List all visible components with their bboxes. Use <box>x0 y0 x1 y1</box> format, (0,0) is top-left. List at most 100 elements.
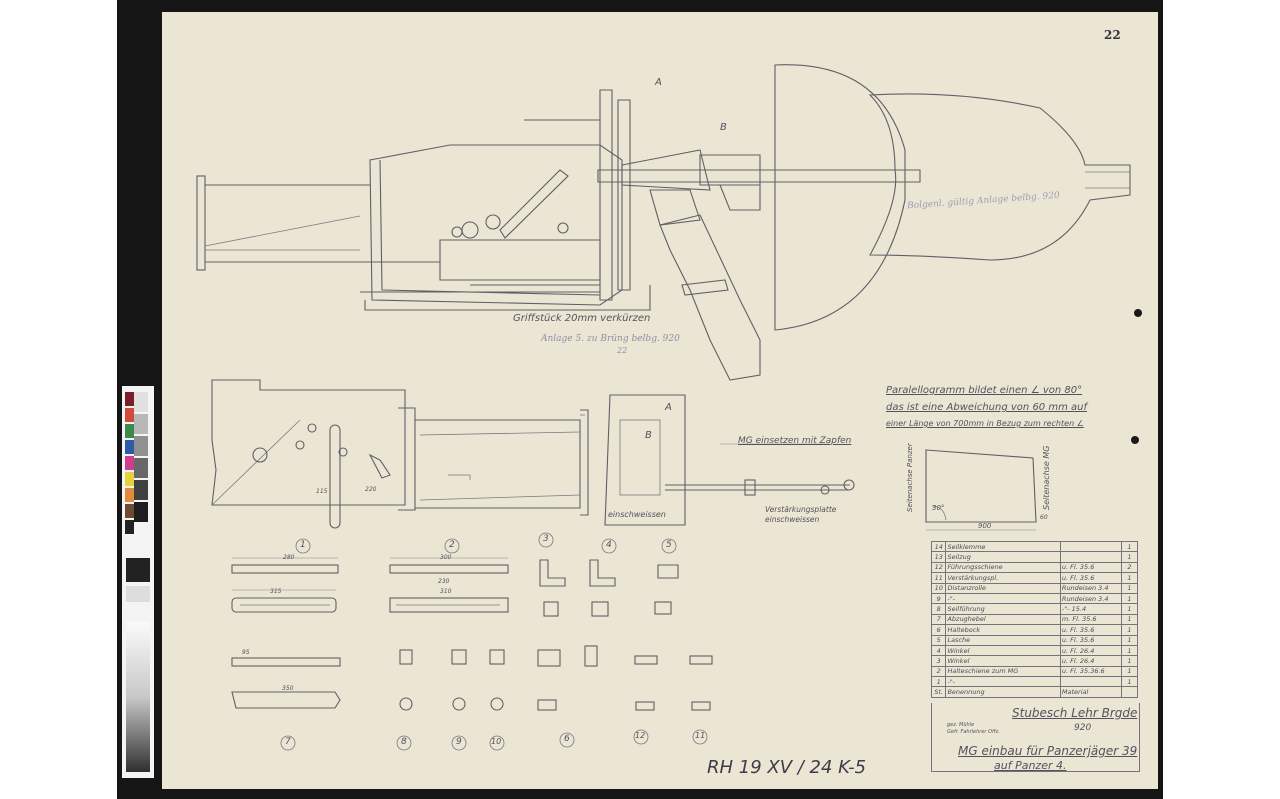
table-cell-material: u. Fl. 35.6 <box>1059 572 1122 584</box>
table-cell-n: St. <box>930 686 947 698</box>
part-number-5: 5 <box>666 540 672 550</box>
angle-label: 30° <box>932 504 945 512</box>
part-number-10: 10 <box>491 737 502 746</box>
color-calibration-target <box>122 386 154 778</box>
parts-row-2 <box>231 645 713 711</box>
part-number-8: 8 <box>401 737 407 747</box>
table-cell-qty: 1 <box>1120 540 1139 553</box>
table-cell-name: Benennung <box>945 686 1061 698</box>
table-cell-qty: 1 <box>1120 665 1139 678</box>
table-cell-qty: 1 <box>1120 603 1139 615</box>
part-number-3: 3 <box>543 534 549 544</box>
side-view-left <box>211 379 589 529</box>
table-cell-material: Rundeisen 3.4 <box>1059 592 1122 605</box>
table-cell-material: u. Fl. 35.36.6 <box>1059 665 1122 678</box>
table-cell-material: u. Fl. 35.6 <box>1059 624 1122 636</box>
table-cell-name: Lasche <box>945 634 1061 646</box>
table-cell-n: 8 <box>930 603 947 615</box>
punch-hole <box>1131 436 1139 444</box>
table-cell-name: Seilführung <box>945 603 1061 615</box>
table-cell-qty <box>1120 686 1139 698</box>
signature-1: gez. Mühle <box>947 722 975 728</box>
table-cell-n: 10 <box>930 582 947 594</box>
table-cell-material: u. Fl. 26.4 <box>1059 644 1122 657</box>
table-cell-n: 2 <box>930 665 947 678</box>
table-cell-n: 4 <box>930 644 947 657</box>
parallelogram-note-line3: einer Länge von 700mm in Bezug zum recht… <box>886 419 1084 428</box>
table-cell-name: Winkel <box>945 655 1061 667</box>
table-cell-name: Verstärkungspl. <box>945 572 1061 584</box>
part-number-9: 9 <box>456 737 462 747</box>
mg-zapfen-note: MG einsetzen mit Zapfen <box>738 436 852 446</box>
table-cell-n: 7 <box>930 613 947 626</box>
table-cell-n: 3 <box>930 655 947 667</box>
parts-row-1 <box>231 557 679 617</box>
table-cell-qty: 1 <box>1120 624 1139 636</box>
table-cell-material: m. Fl. 35.6 <box>1059 613 1122 626</box>
dimension-label: 300 <box>440 554 452 561</box>
main-assembly-view <box>196 64 1131 381</box>
parallelogram-diagram <box>925 449 1037 531</box>
dimension-label: 115 <box>316 488 328 495</box>
table-cell-qty: 1 <box>1120 592 1139 605</box>
table-cell-qty: 1 <box>1120 613 1139 626</box>
table-cell-n: 14 <box>930 540 947 553</box>
table-cell-n: 1 <box>930 676 947 688</box>
table-cell-qty: 1 <box>1120 676 1139 688</box>
table-cell-name: Distanzrolle <box>945 582 1061 594</box>
table-cell-qty: 1 <box>1120 655 1139 667</box>
title-block <box>931 703 1140 772</box>
table-cell-name: Seilzug <box>945 551 1061 563</box>
part-number-11: 11 <box>695 731 706 740</box>
label-a-top: A <box>655 77 662 88</box>
table-cell-qty: 1 <box>1120 644 1139 657</box>
table-cell-n: 9 <box>930 592 947 605</box>
table-cell-material: u. Fl. 35.6 <box>1059 561 1122 574</box>
dimension-label: 280 <box>283 554 295 561</box>
unit-name: Stubesch Lehr Brgde <box>1012 706 1138 720</box>
dimension-label: 350 <box>282 685 294 692</box>
table-cell-material: Material <box>1059 686 1122 698</box>
dimension-label: 315 <box>270 588 282 595</box>
table-cell-material: u. Fl. 26.4 <box>1059 655 1122 667</box>
table-cell-name: Führungsschiene <box>945 561 1061 574</box>
verstaerkung-note: Verstärkungsplatte einschweissen <box>765 505 837 524</box>
table-cell-qty: 2 <box>1120 561 1139 574</box>
label-a-bottom: A <box>665 402 672 413</box>
signature-2: Gefr. Fahrlehrer Offz. <box>947 729 1000 735</box>
table-cell-n: 12 <box>930 561 947 574</box>
label-b-top: B <box>720 122 727 133</box>
parallelogram-note-line2: das ist eine Abweichung von 60 mm auf <box>886 402 1087 413</box>
dimension-label: 220 <box>365 486 377 493</box>
part-number-12: 12 <box>635 731 646 740</box>
detail-view-a-b <box>604 394 855 526</box>
table-cell-n: 11 <box>930 572 947 584</box>
anlage-note: Anlage 5. zu Brüng belbg. 920 <box>541 334 680 344</box>
table-cell-n: 6 <box>930 624 947 636</box>
dimension-label: 95 <box>242 649 250 656</box>
unit-number: 920 <box>1074 723 1092 733</box>
part-number-circles <box>280 532 708 751</box>
table-cell-material: -"- 15.4 <box>1059 603 1122 615</box>
table-cell-material: u. Fl. 35.6 <box>1059 634 1122 646</box>
parallelogram-note-line1: Paralellogramm bildet einen ∠ von 80° <box>886 385 1083 396</box>
seitenachse-mg-label: Seitenachse MG <box>1042 445 1051 510</box>
table-cell-n: 5 <box>930 634 947 646</box>
table-cell-material: Rundeisen 3.4 <box>1059 582 1122 594</box>
part-number-4: 4 <box>606 540 612 550</box>
table-cell-material <box>1059 540 1122 553</box>
table-cell-name: -"- <box>945 592 1061 605</box>
anlage-number: 22 <box>617 346 628 355</box>
dimension-900: 900 <box>978 522 992 530</box>
dimension-label: 310 <box>440 588 452 595</box>
seitenachse-panzer-label: Seitenachse Panzer <box>906 443 914 512</box>
einschweissen-note: einschweissen <box>608 510 666 519</box>
